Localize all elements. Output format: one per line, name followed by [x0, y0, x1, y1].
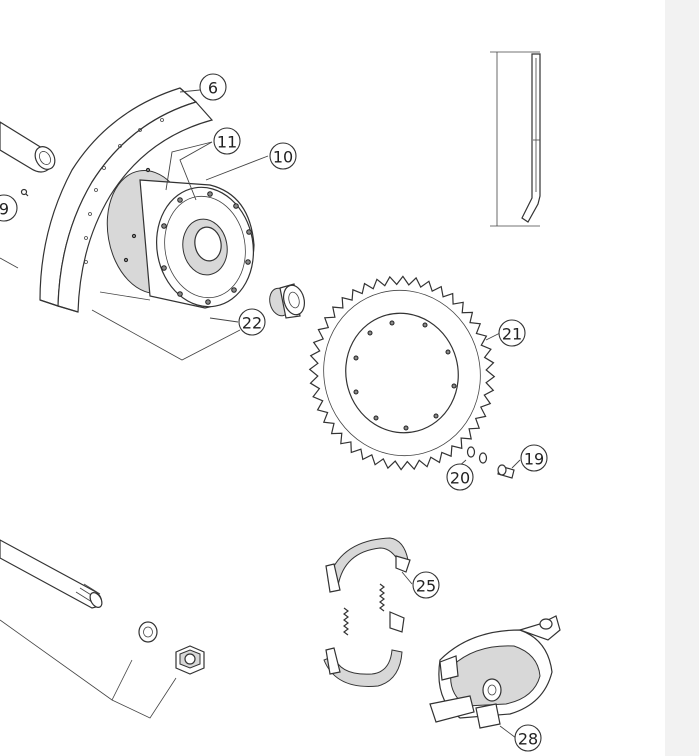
leader-lines: [165, 89, 521, 739]
callout-11: 11: [213, 127, 241, 155]
axle-nut: [175, 645, 205, 675]
callout-6: 6: [199, 73, 227, 101]
callout-28: 28: [514, 724, 542, 752]
rear-sprocket: [308, 275, 496, 471]
axle-shaft: [0, 539, 103, 609]
callout-label: 9: [0, 200, 9, 219]
wheel-rim: [39, 87, 214, 313]
callout-label: 25: [416, 577, 436, 596]
wheel-bearing: [269, 283, 306, 319]
callout-label: 10: [273, 148, 293, 167]
sprocket-bolt: [497, 464, 515, 479]
callout-21: 21: [498, 319, 526, 347]
callout-label: 6: [208, 79, 218, 98]
callout-label: 19: [524, 450, 544, 469]
brake-shoes: [323, 537, 411, 687]
axle-tube: [0, 121, 56, 173]
callout-10: 10: [269, 142, 297, 170]
callout-label: 22: [242, 314, 262, 333]
right-scroll-gutter: [665, 0, 699, 756]
callout-19: 19: [520, 444, 548, 472]
callout-label: 21: [502, 325, 522, 344]
callout-label: 20: [450, 469, 470, 488]
brake-plate: [429, 615, 561, 729]
axle-bolt-long: [490, 51, 541, 227]
axle-washer: [138, 621, 158, 643]
callout-20: 20: [446, 463, 474, 491]
callout-label: 28: [518, 730, 538, 749]
sprocket-washers: [466, 446, 488, 464]
callout-9: 9: [0, 194, 18, 222]
wheel-hub: [106, 167, 255, 309]
callout-25: 25: [412, 571, 440, 599]
callout-22: 22: [238, 308, 266, 336]
callout-label: 11: [217, 133, 237, 152]
small-screw: [20, 188, 29, 197]
